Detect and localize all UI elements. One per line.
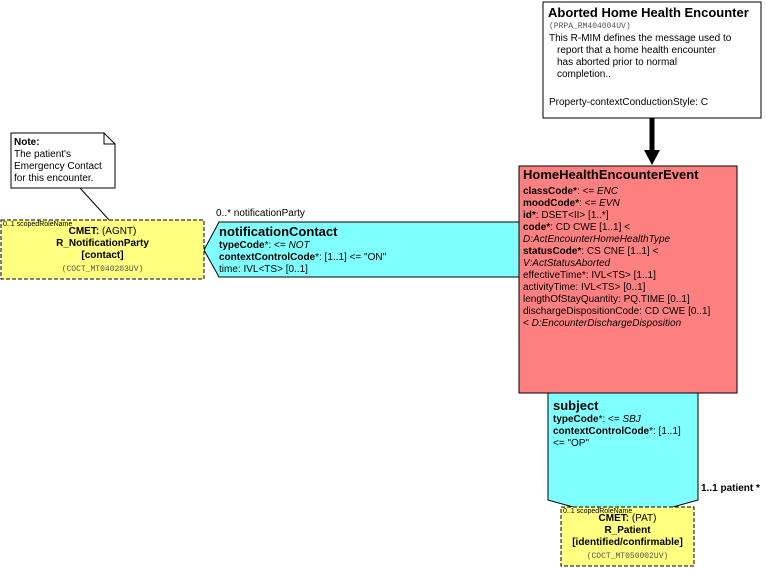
patient-flavor: [identified/confirmable] <box>572 537 683 548</box>
event-attribute-star: * <box>573 186 577 197</box>
event-attribute: moodCode*: <= EVN <box>523 198 710 210</box>
subject-typecode-rest: *: <= <box>598 414 623 425</box>
event-attribute-rest: : CS CNE [1..1] < <box>581 246 659 257</box>
event-attribute: statusCode*: CS CNE [1..1] < <box>523 246 710 258</box>
agent-cmet-code: (AGNT) <box>99 226 137 237</box>
event-attribute: id*: DSET<II> [1..*] <box>523 210 710 222</box>
header-box <box>542 1 762 119</box>
notification-edge-label: 0..* notificationParty <box>216 208 305 219</box>
subject-edge-label: 1..1 patient * <box>701 483 760 494</box>
event-attribute: dischargeDispositionCode: CD CWE [0..1] <box>523 306 710 318</box>
event-attribute-rest: lengthOfStayQuantity: PQ.TIME [0..1] <box>523 294 690 305</box>
note-line-2: Emergency Contact <box>14 161 102 172</box>
event-attribute-rest: : <= <box>579 198 600 209</box>
event-attribute: effectiveTime*: IVL<TS> [1..1] <box>523 270 710 282</box>
event-attribute-name: statusCode <box>523 246 578 257</box>
event-attribute-rest: : DSET<II> [1..*] <box>535 210 609 221</box>
event-attribute-name: code <box>523 222 547 233</box>
header-property: Property-contextConductionStyle: C <box>549 97 708 108</box>
event-attribute-rest: activityTime: IVL<TS> [0..1] <box>523 282 646 293</box>
event-attribute-italic: D:ActEncounterHomeHealthType <box>523 234 671 245</box>
event-attribute-rest: : <= <box>576 186 597 197</box>
agent-cmet-line: CMET: (AGNT) <box>1 226 204 238</box>
notification-ccc-name: contextControlCode <box>219 252 316 263</box>
event-attribute-name: moodCode <box>523 198 576 209</box>
event-attribute-rest: dischargeDispositionCode: CD CWE [0..1] <box>523 306 711 317</box>
agent-id: (COCT_MT040203UV) <box>61 265 144 274</box>
notification-ccc-rest: *: [1..1] <= "ON" <box>315 252 387 263</box>
subject-ccc-rest: *: [1..1] <box>649 426 681 437</box>
header-desc-3: has aborted prior to normal <box>557 57 678 68</box>
note-line-3: for this encounter. <box>14 173 94 184</box>
agent-name: R_NotificationParty <box>56 238 149 249</box>
notification-time: time: IVL<TS> [0..1] <box>219 264 308 275</box>
note-connector <box>79 187 111 222</box>
patient-id: (COCT_MT050002UV) <box>586 552 669 561</box>
event-attribute-star: * <box>575 198 580 209</box>
event-attribute: activityTime: IVL<TS> [0..1] <box>523 282 710 294</box>
event-attribute: V:ActStatusAborted <box>523 258 710 270</box>
header-title: Aborted Home Health Encounter <box>548 5 749 20</box>
agent-cmet-label: CMET: <box>68 226 100 237</box>
notification-typecode-rest: *: <= <box>264 240 289 251</box>
event-attribute-name: classCode <box>523 186 574 197</box>
event-attribute: lengthOfStayQuantity: PQ.TIME [0..1] <box>523 294 710 306</box>
subject-typecode-name: typeCode <box>553 414 599 425</box>
event-attribute-italic: D:EncounterDischargeDisposition <box>531 318 682 329</box>
notification-title: notificationContact <box>219 224 338 239</box>
notification-typecode-name: typeCode <box>219 240 265 251</box>
notification-typecode: typeCode*: <= NOT <box>219 240 310 252</box>
patient-role-label: 0..1 scopedRoleName <box>563 508 633 515</box>
patient-cmet-label: CMET: <box>598 513 630 524</box>
event-attribute-italic: V:ActStatusAborted <box>523 258 611 269</box>
agent-role-label: 0..1 scopedRoleName <box>3 221 73 228</box>
event-attribute-italic: ENC <box>596 186 619 197</box>
event-attribute: classCode*: <= ENC <box>523 186 710 198</box>
notification-shape <box>203 221 520 278</box>
patient-cmet-line: CMET: (PAT) <box>561 513 694 525</box>
event-attribute-star: * <box>546 222 551 233</box>
subject-title: subject <box>553 398 599 413</box>
subject-typecode-value: SBJ <box>622 414 641 425</box>
event-title: HomeHealthEncounterEvent <box>523 167 699 182</box>
event-attribute-name: id <box>523 210 532 221</box>
note-label: Note: <box>14 137 40 148</box>
note-line-1: The patient's <box>14 149 71 160</box>
event-attribute: < D:EncounterDischargeDisposition <box>523 318 710 330</box>
header-desc-2: report that a home health encounter <box>557 45 716 56</box>
event-attribute-rest: : CD CWE [1..1] < <box>550 222 630 233</box>
event-attribute-rest: < <box>523 318 532 329</box>
patient-name: R_Patient <box>604 525 651 536</box>
event-box <box>518 165 738 394</box>
patient-box <box>560 506 695 567</box>
agent-flavor: [contact] <box>81 250 124 261</box>
subject-typecode: typeCode*: <= SBJ <box>553 414 641 426</box>
event-attribute-star: * <box>531 210 536 221</box>
notification-contextcontrolcode: contextControlCode*: [1..1] <= "ON" <box>219 252 386 264</box>
header-arrow-head <box>644 150 660 165</box>
event-attribute-star: * <box>577 246 582 257</box>
subject-contextcontrolcode: contextControlCode*: [1..1] <box>553 426 681 438</box>
header-desc-4: completion.. <box>557 69 611 80</box>
subject-ccc-name: contextControlCode <box>553 426 650 437</box>
note-fold <box>103 133 115 145</box>
agent-box <box>0 219 205 280</box>
header-desc-1: This R-MIM defines the message used to <box>549 33 732 44</box>
header-id: (PRPA_RM404004UV) <box>549 22 631 31</box>
subject-contextcontrolcode-cont: <= "OP" <box>553 438 590 449</box>
event-attribute: D:ActEncounterHomeHealthType <box>523 234 710 246</box>
event-attribute: code*: CD CWE [1..1] < <box>523 222 710 234</box>
event-attribute-italic: EVN <box>599 198 620 209</box>
patient-cmet-code: (PAT) <box>629 513 657 524</box>
event-attribute-rest: effectiveTime*: IVL<TS> [1..1] <box>523 270 656 281</box>
note-box <box>10 132 116 189</box>
notification-typecode-value: NOT <box>288 240 310 251</box>
